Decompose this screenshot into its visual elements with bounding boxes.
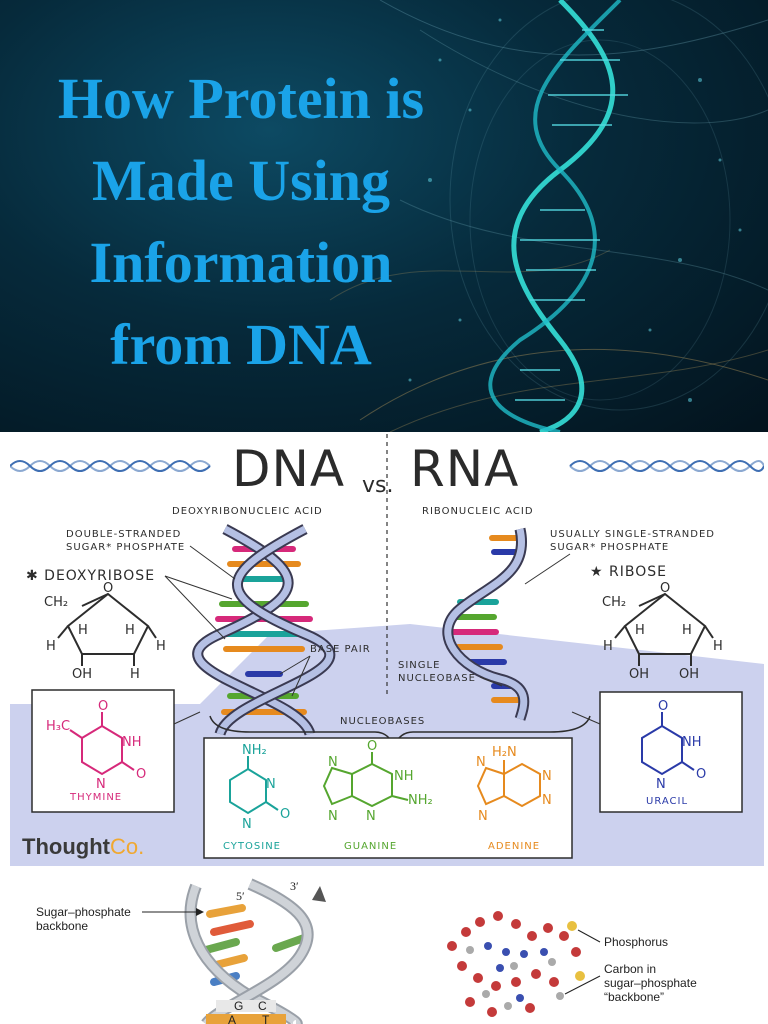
svg-text:O: O — [660, 581, 670, 596]
title-line-2: Made Using — [91, 148, 391, 213]
svg-text:N: N — [476, 755, 486, 770]
sugar-phosphate-label-1: Sugar–phosphate — [36, 905, 131, 919]
svg-text:N: N — [242, 817, 252, 832]
base-a: A — [228, 1013, 236, 1024]
nucleobases-card: NH₂ N O N CYTOSINE O NH NH₂ N N N GUANIN… — [203, 737, 573, 859]
decorative-helix-right — [569, 460, 764, 472]
base-c: C — [258, 999, 267, 1013]
dna-strand-label-1: DOUBLE-STRANDED — [66, 529, 181, 540]
svg-text:H: H — [125, 623, 135, 638]
five-prime-label: 5′ — [236, 889, 245, 903]
svg-text:O: O — [696, 767, 706, 782]
molecular-model — [447, 911, 585, 1017]
cytosine-label: CYTOSINE — [223, 841, 281, 852]
svg-text:N: N — [96, 777, 106, 792]
ribose-structure — [614, 592, 714, 666]
svg-text:H: H — [603, 639, 613, 654]
title-line-4: from DNA — [110, 312, 372, 377]
svg-text:N: N — [656, 777, 666, 792]
svg-text:H: H — [713, 639, 723, 654]
base-t: T — [262, 1013, 270, 1024]
carbon-label-3: “backbone” — [604, 990, 664, 1004]
brand-logo: ThoughtCo. — [22, 834, 144, 859]
dna-helix-background — [329, 0, 768, 432]
rna-strand-label-1: USUALLY SINGLE-STRANDED — [550, 529, 715, 540]
three-prime-label: 3′ — [290, 879, 299, 893]
rna-single-strand — [442, 527, 530, 721]
title-rna: RNA — [410, 440, 519, 498]
carbon-label-1: Carbon in — [604, 962, 656, 976]
svg-text:N: N — [542, 769, 552, 784]
svg-text:CH₂: CH₂ — [44, 595, 68, 610]
svg-text:H: H — [46, 639, 56, 654]
svg-text:N: N — [366, 809, 376, 824]
svg-text:O: O — [98, 699, 108, 714]
svg-text:O: O — [280, 807, 290, 822]
deoxyribose-structure — [57, 592, 157, 666]
dna-vs-rna-infographic: DNA vs. RNA DEOXYRIBONUCLEIC ACID RIBONU… — [10, 434, 764, 866]
svg-text:H₃C: H₃C — [46, 719, 70, 734]
carbon-label-2: sugar–phosphate — [604, 976, 697, 990]
svg-text:OH: OH — [679, 667, 699, 682]
svg-text:NH: NH — [394, 769, 414, 784]
svg-text:CH₂: CH₂ — [602, 595, 626, 610]
decorative-helix-left — [10, 460, 211, 472]
guanine-label: GUANINE — [344, 841, 397, 852]
svg-text:H: H — [78, 623, 88, 638]
svg-text:N: N — [328, 809, 338, 824]
dna-structure-diagram: G C A T 5′ 3′ Sugar–phosphate backbone — [0, 866, 768, 1024]
sugar-phosphate-label-2: backbone — [36, 919, 88, 933]
rna-strand-label-2: SUGAR* PHOSPHATE — [550, 542, 669, 553]
svg-text:O: O — [367, 739, 377, 754]
thymine-card: H₃C O NH O N THYMINE — [31, 689, 201, 813]
svg-text:OH: OH — [629, 667, 649, 682]
svg-text:N: N — [266, 777, 276, 792]
svg-text:N: N — [478, 809, 488, 824]
svg-text:H: H — [682, 623, 692, 638]
svg-text:NH: NH — [122, 735, 142, 750]
svg-text:H: H — [635, 623, 645, 638]
single-nucleobase-label-1: SINGLE — [398, 660, 440, 671]
base-pair-label: BASE PAIR — [310, 644, 371, 655]
dna-strand-label-2: SUGAR* PHOSPHATE — [66, 542, 185, 553]
svg-text:N: N — [542, 793, 552, 808]
rna-sugar-label: ★ RIBOSE — [590, 564, 667, 580]
svg-text:O: O — [103, 581, 113, 596]
title-vs: vs. — [362, 473, 393, 498]
thymine-label: THYMINE — [69, 792, 122, 803]
title-line-1: How Protein is — [57, 66, 425, 131]
dna-double-helix — [192, 524, 336, 737]
dna-label: DEOXYRIBONUCLEIC ACID — [172, 506, 323, 517]
title-dna: DNA — [232, 440, 345, 498]
base-g: G — [234, 999, 243, 1013]
uracil-label: URACIL — [646, 796, 688, 807]
svg-text:NH₂: NH₂ — [242, 743, 267, 758]
title-line-3: Information — [89, 230, 393, 295]
nucleobases-label: NUCLEOBASES — [340, 716, 425, 727]
svg-text:H: H — [130, 667, 140, 682]
adenine-label: ADENINE — [488, 841, 540, 852]
svg-text:NH: NH — [682, 735, 702, 750]
dna-ribbon: G C A T — [184, 878, 326, 1024]
svg-text:OH: OH — [72, 667, 92, 682]
svg-text:O: O — [658, 699, 668, 714]
svg-text:N: N — [328, 755, 338, 770]
svg-text:O: O — [136, 767, 146, 782]
uracil-card: O NH O N URACIL — [571, 691, 743, 813]
rna-label: RIBONUCLEIC ACID — [422, 506, 534, 517]
hero-banner: How Protein is Made Using Information fr… — [0, 0, 768, 432]
svg-text:H₂N: H₂N — [492, 745, 517, 760]
phosphorus-label: Phosphorus — [604, 935, 668, 949]
dna-sugar-label: ✱ DEOXYRIBOSE — [26, 568, 155, 584]
svg-text:NH₂: NH₂ — [408, 793, 433, 808]
svg-text:H: H — [156, 639, 166, 654]
page-title: How Protein is Made Using Information fr… — [0, 58, 482, 386]
single-nucleobase-label-2: NUCLEOBASE — [398, 673, 476, 684]
